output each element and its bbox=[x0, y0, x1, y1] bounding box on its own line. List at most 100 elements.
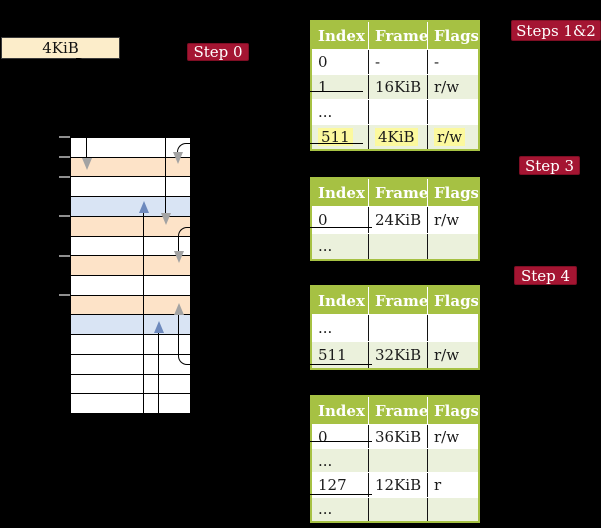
memory-row bbox=[71, 295, 190, 316]
index-cell: 511 bbox=[318, 346, 347, 364]
step-4-label: Step 4 bbox=[514, 266, 577, 285]
flags-cell bbox=[427, 100, 478, 124]
table-row: 0 24KiB r/w bbox=[312, 206, 478, 233]
arrowhead-up-icon bbox=[153, 321, 164, 333]
page-table-4: Index Frame Flags 0 36KiB r/w ... 127 12… bbox=[310, 395, 480, 523]
index-cell: 511 bbox=[312, 125, 368, 149]
arrowhead-down-icon bbox=[82, 158, 92, 170]
memory-row bbox=[71, 177, 190, 198]
connector-addr-line bbox=[86, 70, 88, 159]
connector-t1-1 bbox=[165, 91, 363, 214]
column-header: Flags bbox=[427, 397, 478, 424]
index-cell: 0 bbox=[318, 427, 328, 446]
frame-cell bbox=[368, 233, 427, 259]
memory-row bbox=[71, 276, 190, 296]
highlighted-value: 511 bbox=[318, 128, 353, 146]
table-row: 511 32KiB r/w bbox=[312, 341, 478, 368]
step-0-label: Step 0 bbox=[187, 43, 249, 61]
arrowhead-down-icon bbox=[172, 152, 183, 164]
memory-row bbox=[71, 157, 190, 178]
table-row-highlighted: 511 4KiB r/w bbox=[312, 124, 478, 149]
table-header: Index Frame Flags bbox=[312, 22, 478, 49]
column-header: Flags bbox=[427, 287, 478, 314]
memory-tick bbox=[59, 215, 70, 217]
memory-tick bbox=[59, 255, 70, 257]
connector-t1-511 bbox=[177, 143, 363, 154]
index-cell: ... bbox=[318, 451, 333, 470]
frame-cell bbox=[368, 315, 427, 341]
frame-cell: 32KiB bbox=[368, 342, 427, 368]
index-cell: ... bbox=[318, 500, 333, 519]
frame-cell: 4KiB bbox=[368, 125, 427, 149]
table-row: 1 16KiB r/w bbox=[312, 74, 478, 99]
table-row: ... bbox=[312, 314, 478, 341]
memory-row bbox=[71, 394, 190, 414]
page-table-3: Index Frame Flags ... 511 32KiB r/w bbox=[310, 285, 480, 370]
table-row: 0 36KiB r/w bbox=[312, 424, 478, 449]
arrowhead-up-icon bbox=[138, 201, 149, 213]
index-cell: ... bbox=[318, 319, 333, 337]
arrowhead-down-icon bbox=[160, 213, 171, 225]
column-header: Flags bbox=[427, 179, 478, 206]
column-header: Frame bbox=[368, 22, 427, 49]
index-cell: 0 bbox=[318, 210, 328, 229]
flags-cell bbox=[427, 497, 478, 521]
table-row: ... bbox=[312, 448, 478, 473]
flags-cell: r/w bbox=[427, 75, 478, 99]
column-header: Index bbox=[318, 183, 365, 202]
memory-tick bbox=[59, 294, 70, 296]
memory-tick bbox=[59, 136, 70, 138]
column-header: Flags bbox=[427, 22, 478, 49]
connector-t3-511 bbox=[178, 314, 372, 365]
arrowhead-down-icon bbox=[173, 251, 184, 263]
flags-cell: r/w bbox=[427, 125, 478, 149]
flags-cell: r/w bbox=[427, 425, 478, 449]
frame-cell: 16KiB bbox=[368, 75, 427, 99]
frame-cell: 24KiB bbox=[368, 207, 427, 233]
frame-cell: 36KiB bbox=[368, 425, 427, 449]
column-header: Frame bbox=[368, 179, 427, 206]
flags-cell bbox=[427, 449, 478, 473]
index-cell: 127 bbox=[318, 475, 347, 494]
frame-cell bbox=[368, 497, 427, 521]
frame-cell: 12KiB bbox=[368, 473, 427, 497]
highlighted-value: r/w bbox=[434, 128, 466, 146]
frame-cell bbox=[368, 449, 427, 473]
arrowhead-up-icon bbox=[173, 303, 184, 315]
memory-row bbox=[71, 354, 190, 375]
table-header: Index Frame Flags bbox=[312, 397, 478, 424]
physical-memory-column bbox=[70, 137, 191, 414]
frame-cell bbox=[368, 100, 427, 124]
connector-t4-127 bbox=[143, 212, 372, 495]
memory-tick bbox=[59, 176, 70, 178]
address-box: 4KiB bbox=[1, 37, 120, 59]
steps-1-2-label: Steps 1&2 bbox=[511, 20, 601, 41]
memory-row bbox=[71, 216, 190, 237]
column-header: Frame bbox=[368, 397, 427, 424]
index-cell: ... bbox=[318, 103, 333, 121]
flags-cell: r/w bbox=[427, 342, 478, 368]
table-row: ... bbox=[312, 99, 478, 124]
highlighted-value: 4KiB bbox=[375, 128, 418, 146]
memory-row bbox=[71, 236, 190, 257]
index-cell: ... bbox=[318, 237, 333, 256]
table-header: Index Frame Flags bbox=[312, 287, 478, 314]
table-row: 127 12KiB r bbox=[312, 472, 478, 497]
table-row: ... bbox=[312, 496, 478, 521]
frame-cell: - bbox=[368, 50, 427, 74]
table-row: 0 - - bbox=[312, 49, 478, 74]
flags-cell: r/w bbox=[427, 207, 478, 233]
column-header: Frame bbox=[368, 287, 427, 314]
memory-row bbox=[71, 138, 190, 158]
page-table-1: Index Frame Flags 0 - - 1 16KiB r/w ... … bbox=[310, 20, 480, 151]
column-header: Index bbox=[318, 401, 365, 420]
flags-cell bbox=[427, 233, 478, 259]
memory-row bbox=[71, 374, 190, 395]
flags-cell: - bbox=[427, 50, 478, 74]
memory-row bbox=[71, 197, 190, 217]
index-cell: 1 bbox=[318, 78, 328, 96]
step-3-label: Step 3 bbox=[519, 156, 580, 175]
table-header: Index Frame Flags bbox=[312, 179, 478, 206]
connector-t4-0 bbox=[158, 332, 372, 442]
